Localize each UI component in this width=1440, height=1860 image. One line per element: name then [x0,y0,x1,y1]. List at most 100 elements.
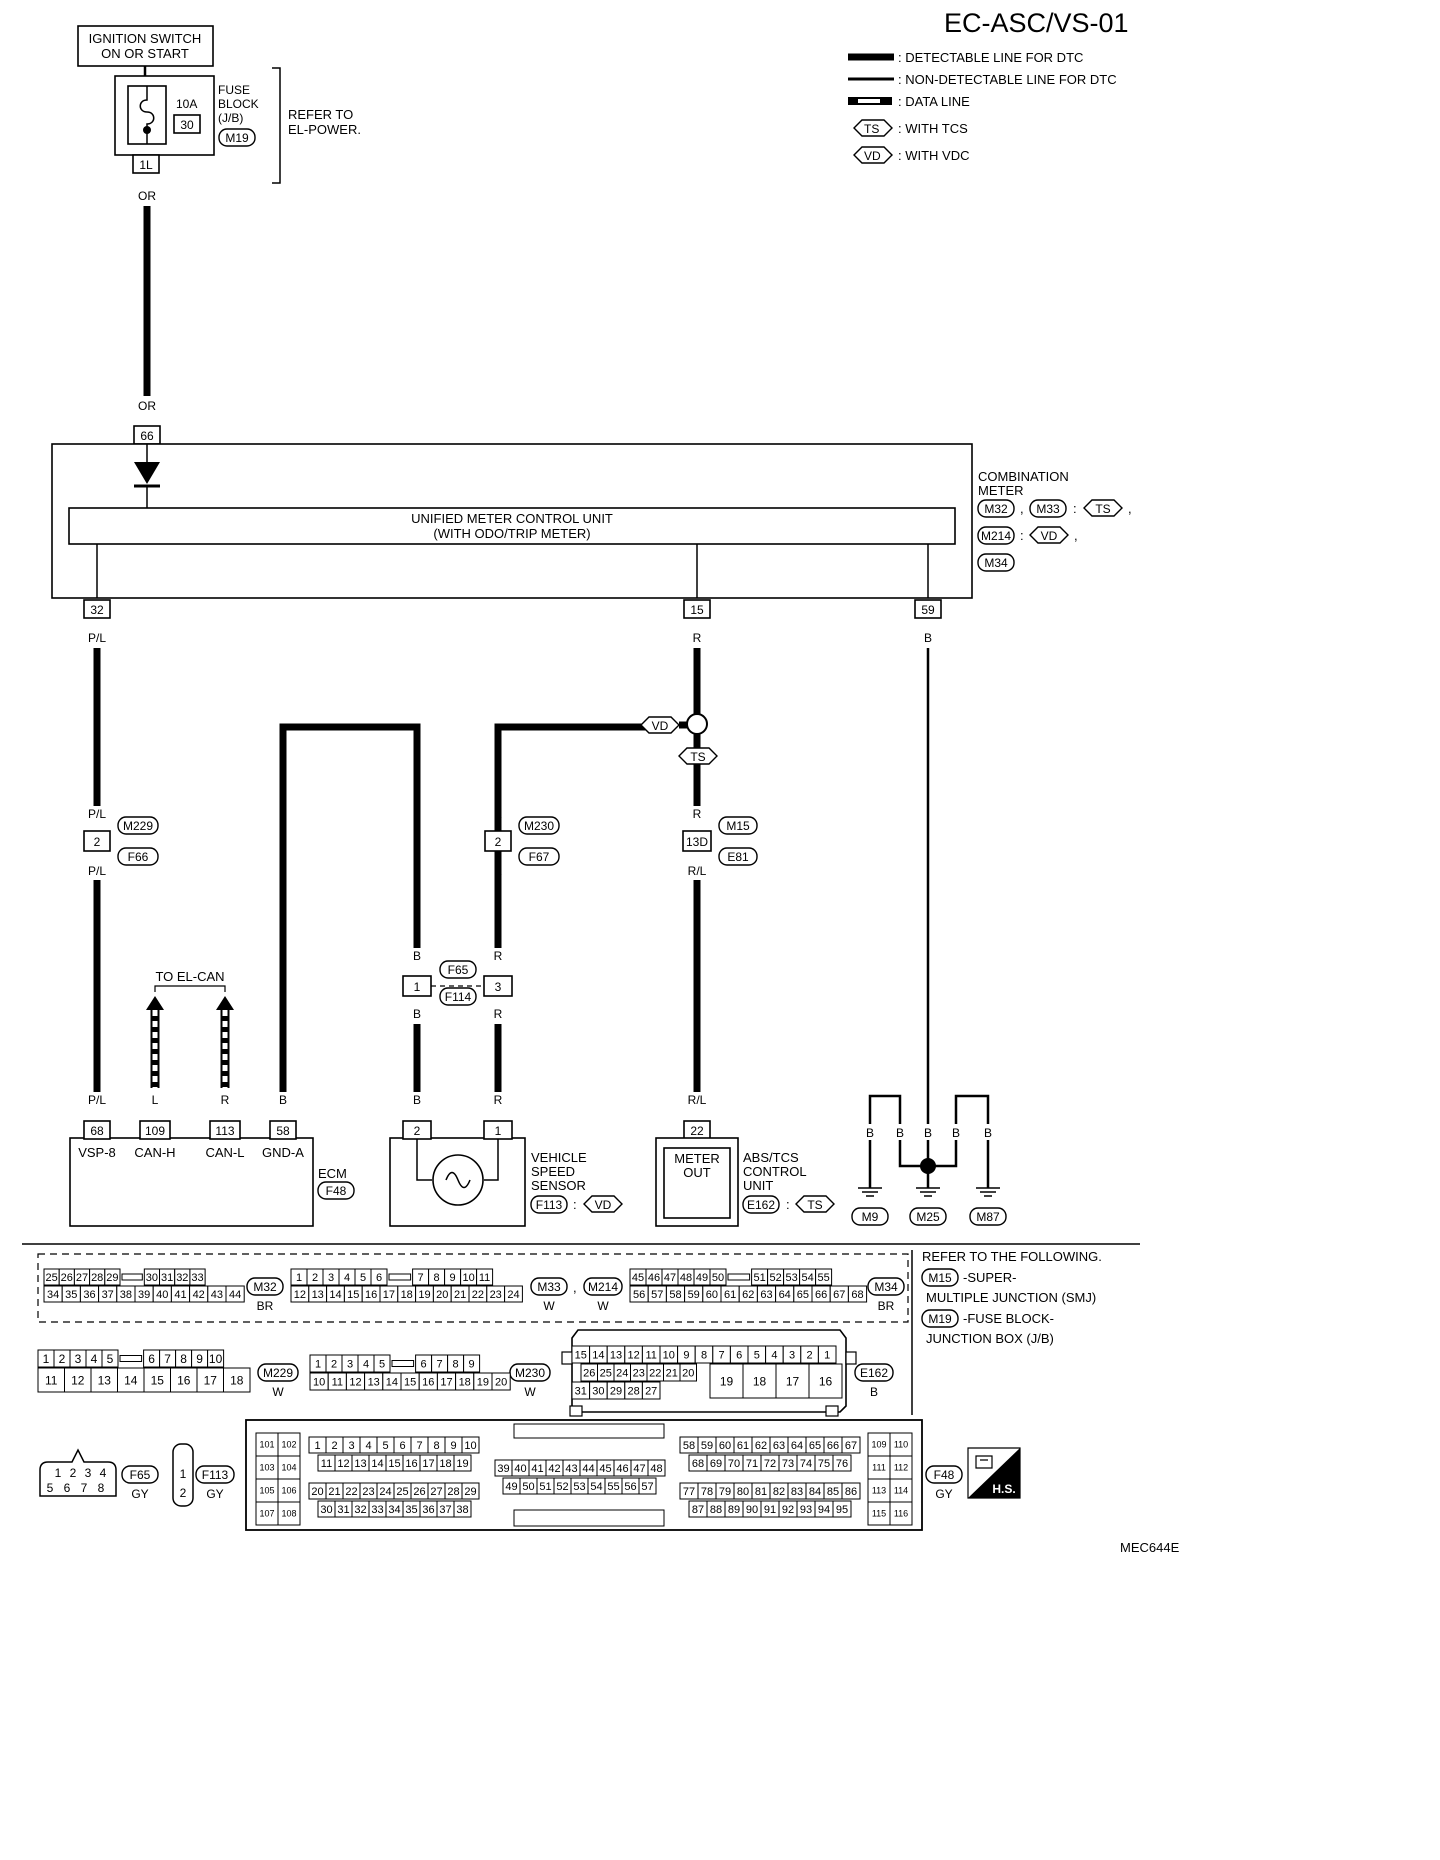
ground-conn: M9 [862,1210,879,1224]
connector-pin: 35 [405,1504,417,1516]
connector-pin: 14 [371,1458,383,1470]
connector-pin: 9 [683,1349,689,1361]
connector-pin: 48 [680,1272,692,1284]
connector-pin: 1 [296,1272,302,1284]
connector-pin: 3 [347,1358,353,1370]
connector-pin: 33 [191,1272,203,1284]
wire-b-label-ecm: B [279,1093,287,1107]
vss-conn: F113 [536,1198,563,1212]
wire-pl-label-3: P/L [88,864,106,878]
connector-pin: 17 [383,1289,395,1301]
connector-pin: 53 [573,1481,585,1493]
connector-pin: 31 [575,1385,587,1397]
connector-pin: 37 [439,1504,451,1516]
ground-wire-label: B [896,1126,904,1140]
connector-pin: 63 [760,1289,772,1301]
legend-non-detectable: : NON-DETECTABLE LINE FOR DTC [898,72,1117,87]
connector-pin: 14 [329,1289,341,1301]
connector-pin: 22 [649,1367,661,1379]
fuse-refer2: EL-POWER. [288,122,361,137]
connector-pin: 10 [462,1272,474,1284]
refer-m15-text2: MULTIPLE JUNCTION (SMJ) [926,1290,1096,1305]
connector-pin: 103 [259,1463,274,1473]
connector-pin: 24 [616,1367,628,1379]
connector-pin: 29 [106,1272,118,1284]
connector-pin: 59 [701,1440,713,1452]
refer-m15: M15 [928,1271,952,1285]
fuse-label3: (J/B) [218,111,243,125]
ground-icon [976,1187,1000,1197]
ecm-pin: 113 [215,1124,234,1138]
connector-pin: 11 [645,1349,656,1361]
wire-b-label-vss: B [413,1093,421,1107]
connector-pin: 4 [365,1440,371,1452]
connector-pin: 20 [495,1376,507,1388]
connector-pin: 112 [894,1463,908,1473]
m230-pin: 2 [495,835,502,849]
ecm-pin-name: GND-A [262,1145,304,1160]
junction-f114: F114 [445,990,472,1004]
connector-pin: 28 [91,1272,103,1284]
connector-pin: 8 [434,1272,440,1284]
conn-m230-label: M230 [515,1366,545,1380]
connector-pin: 43 [211,1289,223,1301]
wire-or-top: OR [138,189,156,203]
connector-pin: 90 [746,1504,758,1516]
legend-vd-tag: VD [864,149,881,163]
abs-label1: ABS/TCS [743,1150,799,1165]
vss-sep-colon: : [573,1197,577,1212]
connector-pin: 5 [382,1440,388,1452]
connector-pin: 87 [692,1504,704,1516]
junction-m229: M229 [123,819,153,833]
connector-pin: 11 [332,1376,343,1388]
connector-pin: 33 [371,1504,383,1516]
connector-pin: 6 [148,1352,155,1366]
f113-housing [172,1443,194,1507]
connector-pin: 15 [575,1349,587,1361]
connector-pin: 8 [98,1481,105,1495]
connector-pin: 32 [176,1272,188,1284]
ecm-pin-name: CAN-H [134,1145,175,1160]
connector-lock-icon [388,1273,412,1281]
connector-pin: 74 [800,1458,812,1470]
ecm-pin: 68 [90,1124,104,1138]
connector-pin: 69 [710,1458,722,1470]
vss-label1: VEHICLE [531,1150,587,1165]
vss-tag: VD [595,1198,612,1212]
ignition-switch-box [77,25,214,67]
connector-pin: 7 [719,1349,725,1361]
connector-pin: 77 [683,1486,695,1498]
connector-pin: 27 [430,1486,442,1498]
connector-pin: 65 [797,1289,809,1301]
connector-pin: 26 [583,1367,595,1379]
diode-icon [134,462,160,484]
connector-pin: 34 [388,1504,400,1516]
connector-pin: 89 [728,1504,740,1516]
refer-m19-text1: -FUSE BLOCK- [963,1311,1054,1326]
connector-pin: 19 [418,1289,430,1301]
vss-pin-2: 2 [414,1124,421,1138]
connector-pin: 60 [706,1289,718,1301]
connector-pin: 9 [450,1440,456,1452]
can-l-arrow-icon [216,996,234,1010]
connector-pin: 28 [627,1385,639,1397]
meter-inner-line2: (WITH ODO/TRIP METER) [433,526,590,541]
connector-pin: 23 [490,1289,502,1301]
conn-m229-color: W [272,1385,284,1399]
connector-pin: 59 [688,1289,700,1301]
connector-pin: 91 [764,1504,776,1516]
connector-pin: 1 [55,1466,62,1480]
connector-pin: 2 [807,1349,813,1361]
connector-pin: 9 [469,1358,475,1370]
meter-pin-32: 32 [90,603,104,617]
connector-pin: 18 [439,1458,451,1470]
wire-r-label-f65a: R [494,949,503,963]
ts-tag-split: TS [690,750,705,764]
connector-pin: 11 [45,1373,58,1387]
connector-pin: 31 [161,1272,173,1284]
conn-m214-label: M214 [588,1280,618,1294]
connector-pin: 20 [436,1289,448,1301]
connector-pin: 4 [363,1358,369,1370]
connector-pin: 60 [719,1440,731,1452]
ecm-box [69,1137,314,1227]
